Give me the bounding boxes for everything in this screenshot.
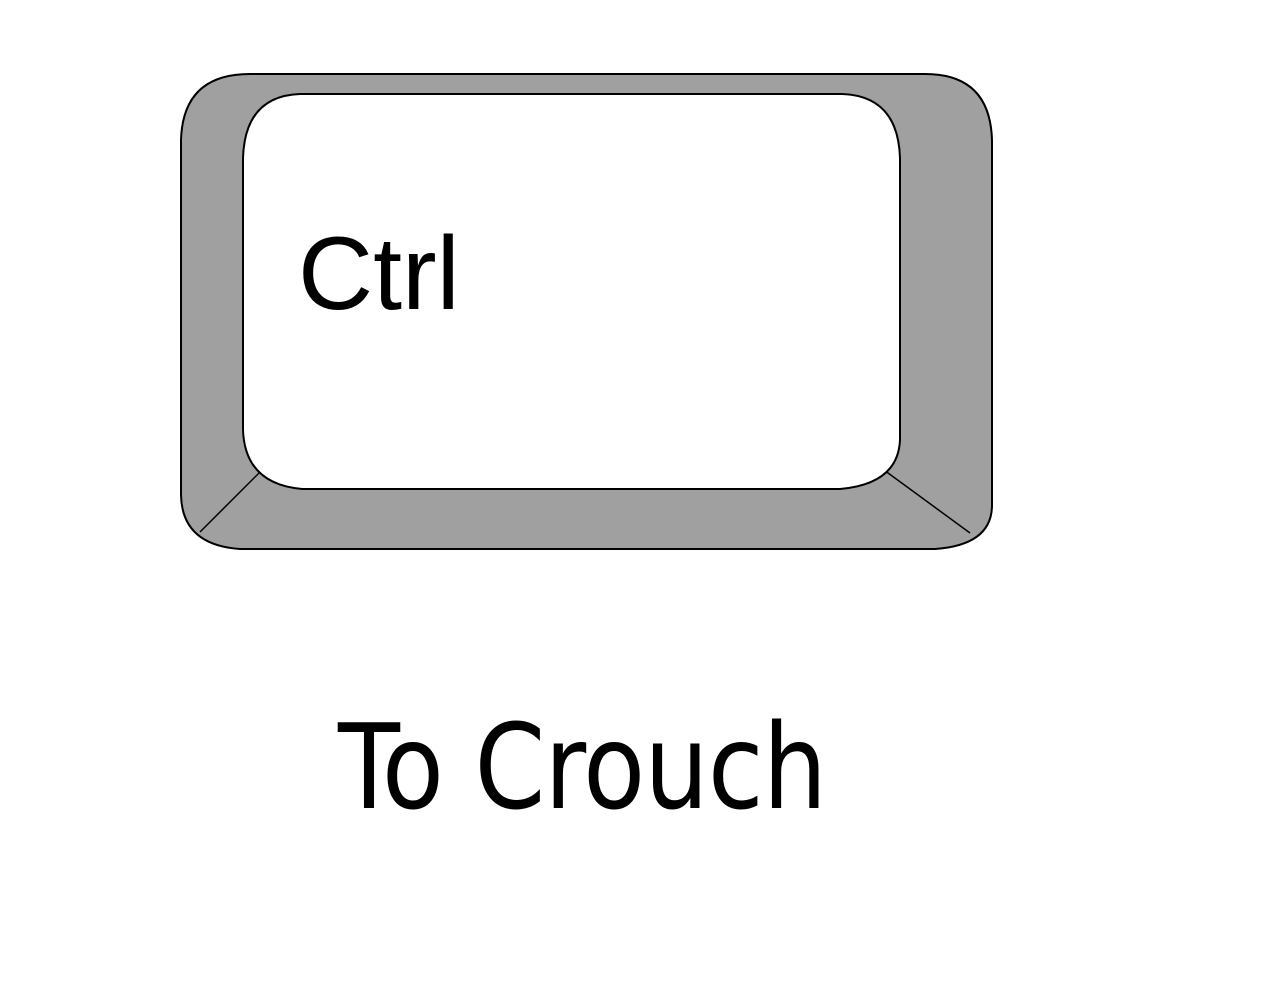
ctrl-key-label: Ctrl	[298, 216, 460, 332]
ctrl-key-icon	[180, 73, 993, 550]
action-caption: To Crouch	[338, 698, 827, 836]
keycap-bevel-right	[883, 469, 971, 534]
keycap-face	[242, 93, 901, 490]
keycap-bevel-left	[199, 469, 263, 533]
